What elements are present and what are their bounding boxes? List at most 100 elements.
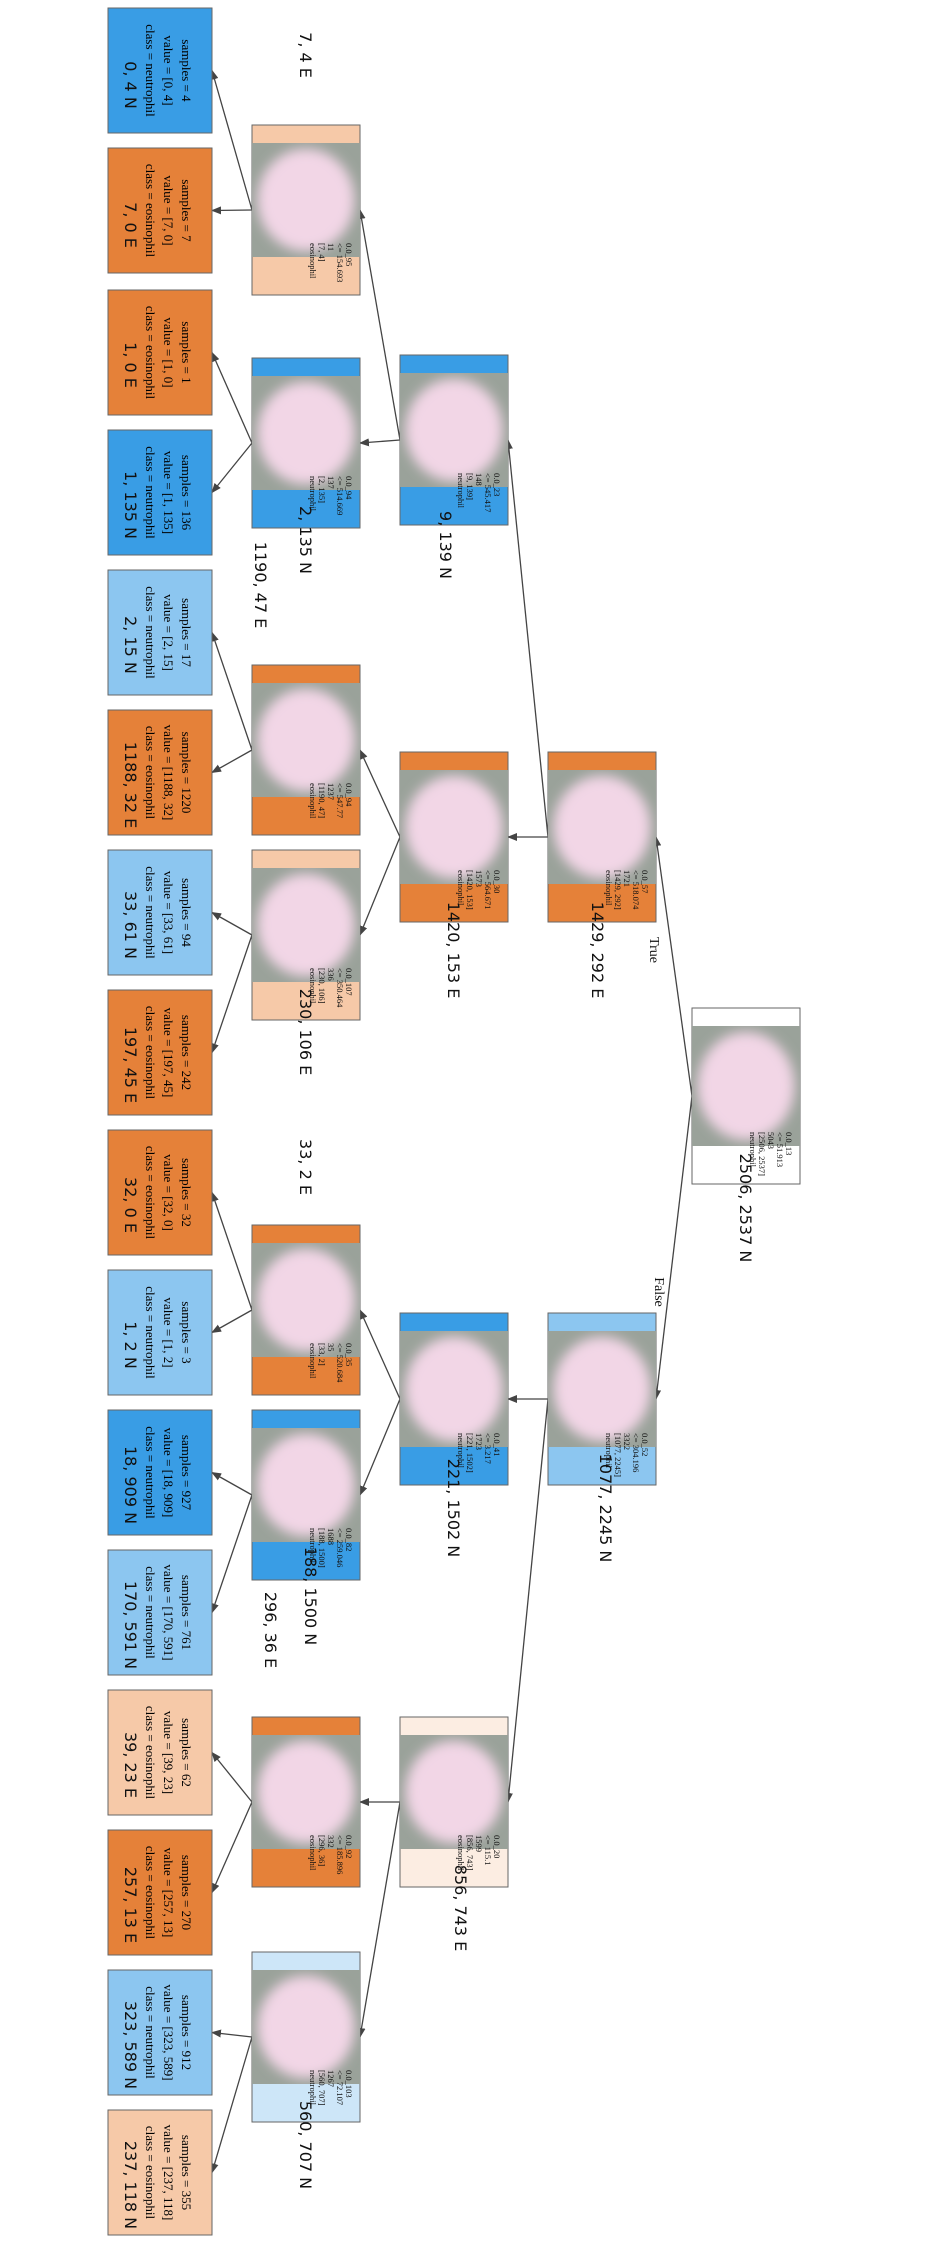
node-text-line: 0.0_52 bbox=[640, 1433, 650, 1456]
edge-label-false: False bbox=[651, 1277, 666, 1307]
node-text-line: neutrophil bbox=[456, 1433, 466, 1469]
edge-rlr-to-L11 bbox=[211, 1471, 253, 1496]
edge-lrl-to-L6 bbox=[211, 749, 253, 774]
node-text-line: 5043 bbox=[766, 1132, 776, 1149]
count-label-L1: 0, 4 N bbox=[121, 61, 140, 109]
node-box bbox=[107, 7, 213, 134]
node-text-line: eosinophil bbox=[604, 870, 614, 906]
edge-rl-to-rll bbox=[359, 1309, 401, 1400]
leaf-text-line: samples = 17 bbox=[179, 598, 194, 667]
node-text-line: [2, 135] bbox=[317, 476, 327, 503]
edge-rll-to-L10 bbox=[211, 1309, 253, 1334]
leaf-text-line: samples = 242 bbox=[179, 1015, 194, 1090]
node-box bbox=[107, 1969, 213, 2096]
node-text-line: <= 304.196 bbox=[631, 1433, 641, 1472]
count-label-L8: 197, 45 E bbox=[121, 1027, 140, 1103]
count-label-L2: 7, 0 E bbox=[121, 202, 140, 248]
node-text-line: 0.0_92 bbox=[344, 1835, 354, 1858]
leaf-text-line: class = eosinophil bbox=[143, 306, 158, 400]
node-text-line: [221, 1502] bbox=[465, 1433, 475, 1473]
node-box bbox=[107, 1129, 213, 1256]
node-text-line: 1723 bbox=[474, 1433, 484, 1450]
leaf-text-line: samples = 94 bbox=[179, 878, 194, 947]
leaf-text-line: samples = 1220 bbox=[179, 732, 194, 814]
count-label-L10: 1, 2 N bbox=[121, 1321, 140, 1369]
node-text-line: [296, 36] bbox=[317, 1835, 327, 1866]
node-box bbox=[107, 1549, 213, 1676]
leaf-text-line: samples = 270 bbox=[179, 1855, 194, 1930]
count-label-rr: 856, 743 E bbox=[451, 1865, 470, 1951]
leaf-text-line: value = [170, 591] bbox=[161, 1564, 176, 1660]
node-text-line: 0.0_30 bbox=[492, 870, 502, 893]
node-text-line: 0.0_23 bbox=[492, 473, 502, 496]
count-label-L13: 39, 23 E bbox=[121, 1732, 140, 1798]
leaf-text-line: value = [0, 4] bbox=[161, 35, 176, 105]
leaf-text-line: class = eosinophil bbox=[143, 726, 158, 820]
node-text-line: neutrophil bbox=[308, 2070, 318, 2106]
node-text-line: [560, 707] bbox=[317, 2070, 327, 2106]
cell-image bbox=[400, 770, 508, 884]
leaf-text-line: class = neutrophil bbox=[143, 586, 158, 679]
node-text-line: 1688 bbox=[326, 1528, 336, 1545]
node-text-line: <= 51.913 bbox=[775, 1132, 785, 1167]
node-text-line: <= 545.417 bbox=[483, 473, 493, 512]
count-label-L15: 323, 589 N bbox=[121, 2001, 140, 2089]
leaf-text-line: samples = 62 bbox=[179, 1718, 194, 1787]
edge-label-true: True bbox=[646, 937, 661, 963]
leaf-text-line: class = eosinophil bbox=[143, 1006, 158, 1100]
count-label-rrl: 296, 36 E bbox=[261, 1592, 280, 1668]
leaf-text-line: samples = 7 bbox=[179, 179, 194, 242]
edge-rrl-to-L14 bbox=[211, 1801, 253, 1894]
leaf-text-line: value = [257, 13] bbox=[161, 1848, 176, 1938]
node-text-line: eosinophil bbox=[308, 1835, 318, 1871]
count-label-L6: 1188, 32 E bbox=[121, 742, 140, 828]
count-label-L3: 1, 0 E bbox=[121, 342, 140, 388]
node-text-line: neutrophil bbox=[456, 473, 466, 509]
node-text-line: [1077, 2245] bbox=[613, 1433, 623, 1477]
cell-image bbox=[252, 683, 360, 797]
node-text-line: 332 bbox=[326, 1835, 336, 1848]
leaf-text-line: value = [39, 23] bbox=[161, 1711, 176, 1794]
count-label-L5: 2, 15 N bbox=[121, 616, 140, 674]
node-text-line: [230, 106] bbox=[317, 968, 327, 1004]
node-text-line: 11 bbox=[326, 243, 336, 251]
node-text-line: eosinophil bbox=[308, 243, 318, 279]
node-text-line: [856, 743] bbox=[465, 1835, 475, 1871]
count-label-lrl: 1190, 47 E bbox=[251, 542, 270, 628]
node-text-line: <= 514.669 bbox=[335, 476, 345, 515]
leaf-text-line: value = [18, 909] bbox=[161, 1428, 176, 1518]
leaf-text-line: class = eosinophil bbox=[143, 164, 158, 258]
edge-root-to-l bbox=[653, 836, 693, 1097]
leaf-text-line: value = [1, 135] bbox=[161, 451, 176, 534]
edge-lrr-to-L7 bbox=[211, 911, 253, 936]
count-label-lr: 1420, 153 E bbox=[444, 902, 463, 999]
node-text-line: <= 185.896 bbox=[335, 1835, 345, 1874]
node-text-line: [188, 1500] bbox=[317, 1528, 327, 1568]
node-text-line: 0.0_35 bbox=[344, 1343, 354, 1366]
edge-rrr-to-L16 bbox=[210, 2036, 253, 2174]
